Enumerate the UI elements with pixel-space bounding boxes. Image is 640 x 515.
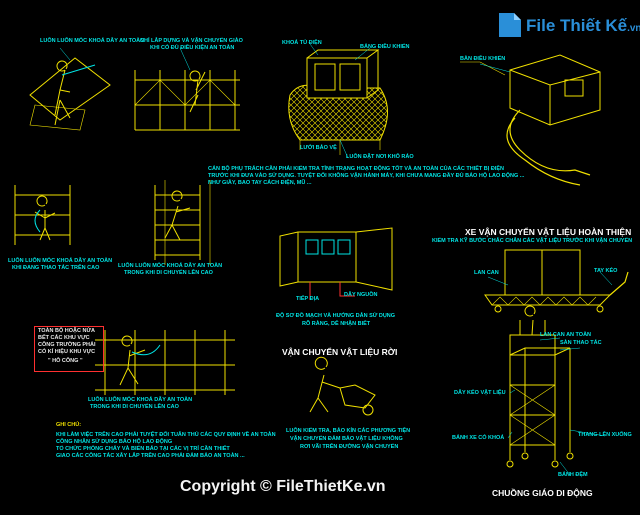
generator-illustration xyxy=(460,54,601,186)
label-railing: LAN CAN xyxy=(474,270,499,276)
heading-mobile-tower: CHUỒNG GIÁO DI ĐỘNG xyxy=(492,488,593,498)
zone-warning-box xyxy=(34,326,104,372)
label-safety-hook-4b: TRONG KHI DI CHUYỂN LÊN CAO xyxy=(90,404,179,410)
label-transport-1: LUÔN KIỂM TRA, BẢO KÍN CÁC PHƯƠNG TIỆN xyxy=(286,428,411,434)
file-icon xyxy=(499,13,521,37)
label-scaffold-assembly-2: KHI CÓ ĐỦ ĐIỀU KIỆN AN TOÀN xyxy=(150,45,235,51)
label-hoist-rope: DÂY KÉO VẬT LIỆU xyxy=(454,390,506,396)
label-base-plate: BÁNH ĐỆM xyxy=(558,472,588,478)
note-3: TỔ CHỨC PHÒNG CHÁY VÀ BIỂN BÁO TẠI CÁC V… xyxy=(56,446,230,452)
notes-title: GHI CHÚ: xyxy=(56,422,82,428)
label-cabinet-lock: KHOÁ TỦ ĐIỆN xyxy=(282,40,322,46)
note-4: GIAO CÁC CÔNG TÁC XÂY LẮP TRÊN CAO PHẢI … xyxy=(56,453,245,459)
label-safety-railing: LAN CAN AN TOÀN xyxy=(540,332,592,338)
label-safety-mesh: LƯỚI BẢO VỆ xyxy=(300,145,337,151)
label-circuit-diagram-1: ĐỘ SƠ ĐỒ MẠCH VÀ HƯỚNG DẪN SỬ DỤNG xyxy=(276,313,396,319)
copyright-watermark: Copyright © FileThietKe.vn xyxy=(180,478,386,495)
label-grounding: TIẾP ĐỊA xyxy=(296,296,320,302)
heading-trolley: XE VẬN CHUYỂN VẬT LIỆU HOÀN THIỆN xyxy=(465,227,632,237)
logo-text: File Thiết Kế.vn xyxy=(526,16,640,35)
scaffold-worker-bottom-illustration xyxy=(95,330,235,395)
label-zone-4: CÓ KÍ HIỆU KHU VỰC xyxy=(38,349,96,355)
label-safety-hook-3b: TRONG KHI DI CHUYỂN LÊN CAO xyxy=(124,270,213,276)
label-safety-hook-1: LUÔN LUÔN MÓC KHOÁ DÂY AN TOÀN xyxy=(40,38,145,44)
note-2: CÔNG NHÂN SỬ DỤNG BẢO HỘ LAO ĐỘNG xyxy=(56,439,173,445)
ladder-worker-left-illustration xyxy=(14,185,71,245)
label-zone-1: TOÀN BỘ HOẶC NỬA xyxy=(38,328,96,334)
mobile-tower-scaffold-illustration xyxy=(506,305,574,468)
label-safety-hook-2a: LUÔN LUÔN MÓC KHOÁ DÂY AN TOÀN xyxy=(8,258,113,264)
filethietke-logo: File Thiết Kế.vn xyxy=(496,10,640,46)
label-zone-3: CÔNG TRƯỜNG PHẢI xyxy=(38,342,96,348)
label-safety-hook-2b: KHI ĐANG THAO TÁC TRÊN CAO xyxy=(12,265,100,271)
electric-cabinet-mesh-illustration xyxy=(288,49,388,155)
label-ladder: THANG LÊN XUỐNG xyxy=(578,432,632,438)
label-zone-2: BẾT CÁC KHU VỰC xyxy=(38,335,90,341)
scaffold-worker-illustration xyxy=(134,70,240,131)
label-power-cable: DÂY NGUỒN xyxy=(344,292,378,298)
label-safety-hook-4a: LUÔN LUÔN MÓC KHOÁ DÂY AN TOÀN xyxy=(88,397,193,403)
note-1: KHI LÀM VIỆC TRÊN CAO PHẢI TUYỆT ĐỐI TUÂ… xyxy=(56,432,276,438)
label-dry-place: LUÔN ĐẶT NƠI KHÔ RÁO xyxy=(346,154,414,160)
label-work-platform: SÀN THAO TÁC xyxy=(560,340,602,346)
label-circuit-diagram-2: RÕ RÀNG, DỄ NHẬN BIẾT xyxy=(302,321,371,327)
heading-loose-material: VẬN CHUYỂN VẬT LIỆU RỜI xyxy=(282,347,398,357)
label-electric-check-1: CÁN BỘ PHỤ TRÁCH CẦN PHẢI KIỂM TRA TÌNH … xyxy=(208,166,504,172)
label-control-board: BẢNG ĐIỀU KHIỂN xyxy=(360,44,410,50)
label-control-panel: BÀN ĐIỀU KHIỂN xyxy=(460,56,506,62)
label-electric-check-2: TRƯỚC KHI ĐƯA VÀO SỬ DỤNG. TUYỆT ĐỐI KHÔ… xyxy=(208,173,525,179)
ladder-climber-illustration xyxy=(154,180,211,265)
roof-worker-illustration xyxy=(29,57,111,131)
material-trolley-illustration xyxy=(484,249,629,313)
label-transport-2: VẬN CHUYỂN ĐẢM BẢO VẬT LIỆU KHÔNG xyxy=(290,436,403,442)
label-locking-wheel: BÁNH XE CÓ KHOÁ xyxy=(452,435,505,441)
wheelbarrow-worker-illustration xyxy=(309,356,376,416)
electric-panel-illustration xyxy=(279,227,393,300)
label-safety-hook-3a: LUÔN LUÔN MÓC KHOÁ DÂY AN TOÀN xyxy=(118,263,223,269)
label-handle: TAY KÉO xyxy=(594,268,618,274)
label-transport-3: RƠI VÃI TRÊN ĐƯỜNG VẬN CHUYỂN xyxy=(300,444,399,450)
label-trolley-check: KIỂM TRA KỸ BƯỚC CHẮC CHẮN CÁC VẬT LIỆU … xyxy=(432,238,633,244)
label-scaffold-assembly-1: CHỈ LẮP DỰNG VÀ VẬN CHUYỂN GIÀO xyxy=(140,38,243,44)
label-zone-5: " HỖ CÔNG " xyxy=(48,358,83,364)
label-electric-check-3: NHƯ GIẦY, BAO TAY CÁCH ĐIỆN, MŨ ... xyxy=(208,180,312,186)
